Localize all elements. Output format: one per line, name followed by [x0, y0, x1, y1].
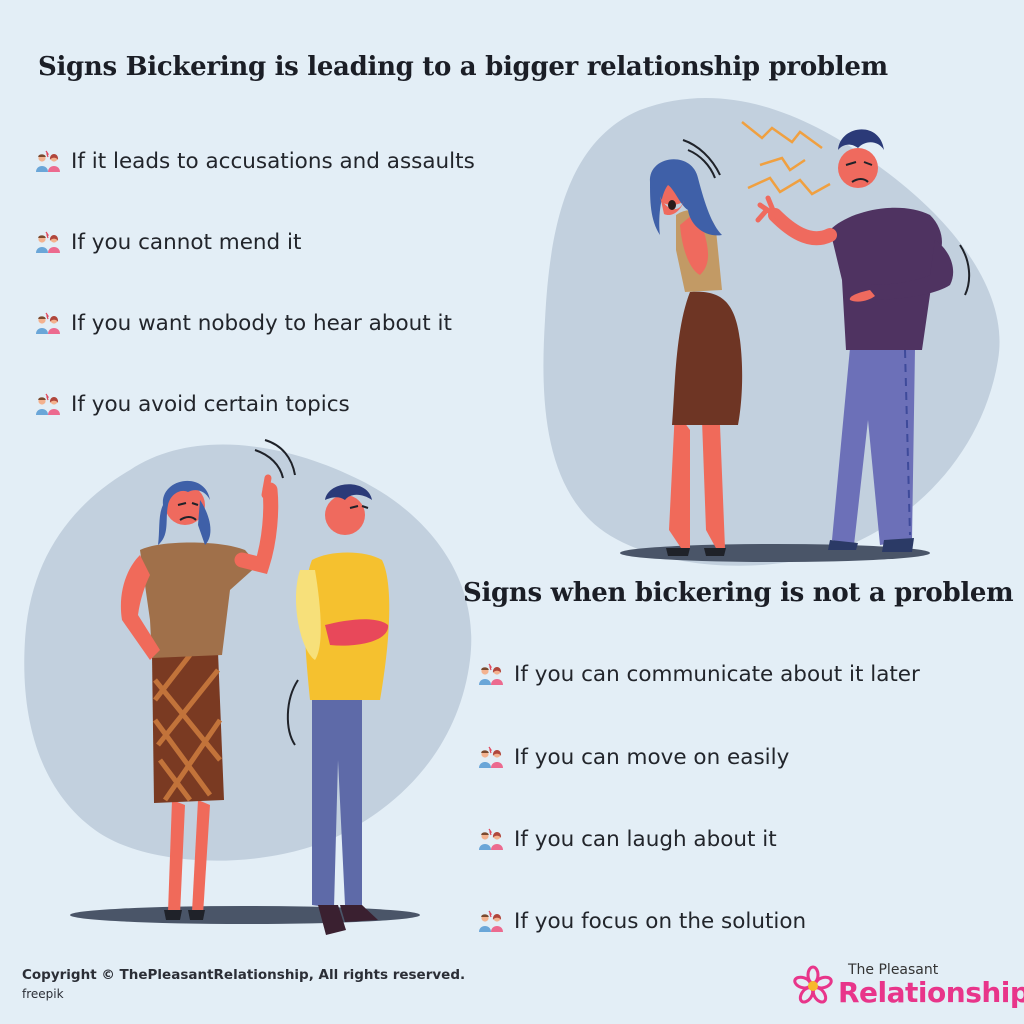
list-item-text: If you cannot mend it: [71, 229, 302, 255]
list-item: If you want nobody to hear about it: [33, 310, 452, 336]
list-item: If you avoid certain topics: [33, 391, 350, 417]
copyright-text: Copyright © ThePleasantRelationship, All…: [22, 967, 466, 983]
list-item-text: If you can move on easily: [514, 744, 790, 770]
list-item: If you can move on easily: [476, 744, 789, 770]
anger-lines: [741, 121, 831, 196]
woman-figure: [649, 139, 743, 556]
list-item-text: If you want nobody to hear about it: [71, 310, 452, 336]
logo-small-text: The Pleasant: [848, 962, 939, 978]
woman-figure: [120, 439, 296, 920]
list-item-text: If you can laugh about it: [514, 826, 777, 852]
list-item: If you can communicate about it later: [476, 661, 920, 687]
list-item-text: If you focus on the solution: [514, 908, 807, 934]
list-item-text: If it leads to accusations and assaults: [71, 148, 475, 174]
logo-brand-text: Relationship: [838, 976, 1024, 1009]
list-item: If you can laugh about it: [476, 826, 777, 852]
list-item-text: If you avoid certain topics: [71, 391, 350, 417]
section-1-title: Signs Bickering is leading to a bigger r…: [38, 52, 888, 82]
man-figure: [286, 484, 390, 935]
section-2-title: Signs when bickering is not a problem: [463, 578, 1014, 608]
credit-text: freepik: [22, 987, 64, 1001]
list-item-text: If you can communicate about it later: [514, 661, 920, 687]
list-item: If you cannot mend it: [33, 229, 301, 255]
list-item: If it leads to accusations and assaults: [33, 148, 475, 174]
list-item: If you focus on the solution: [476, 908, 806, 934]
flower-logo-icon: [793, 965, 833, 1004]
man-figure: [755, 129, 971, 552]
